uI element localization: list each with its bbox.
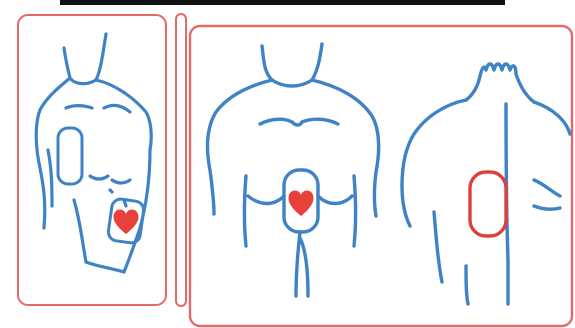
- panel-anterolateral: [18, 15, 166, 305]
- heart-icon: [114, 210, 139, 235]
- torso-back-icon: [402, 64, 570, 304]
- top-bar: [60, 0, 505, 5]
- panel-anteroposterior: [190, 26, 572, 326]
- torso-front-icon: [36, 34, 151, 272]
- panel-frame: [18, 15, 166, 305]
- back-left-shoulder-blade-pad: [470, 172, 506, 236]
- panel-divider: [176, 14, 186, 306]
- front-center-chest-pad: [284, 170, 318, 232]
- heart-icon: [289, 191, 314, 217]
- right-upper-chest-pad: [58, 128, 82, 184]
